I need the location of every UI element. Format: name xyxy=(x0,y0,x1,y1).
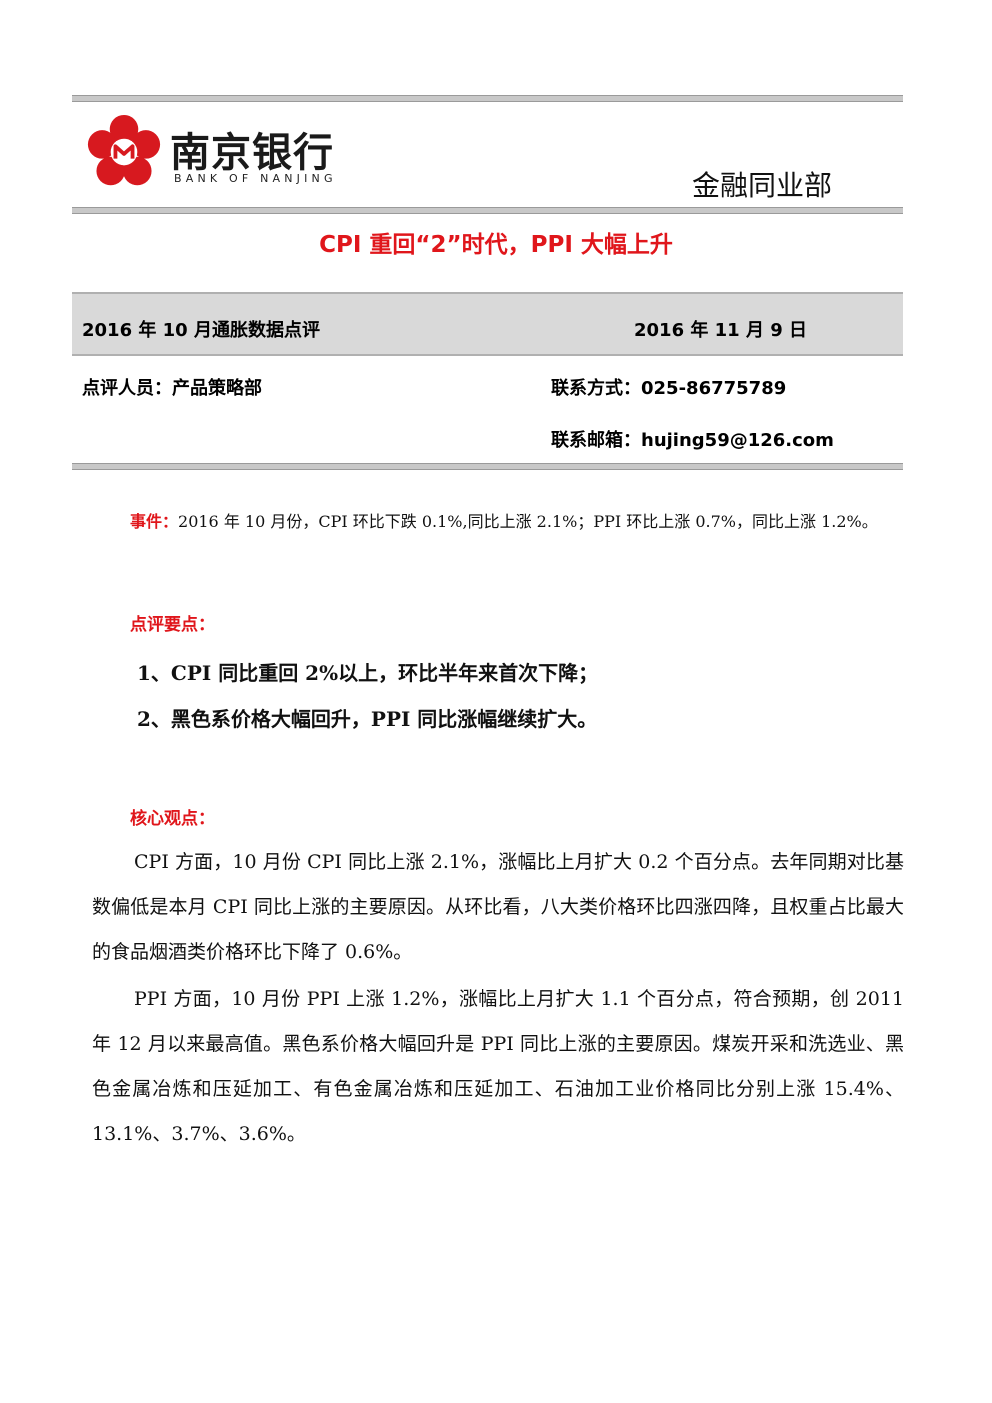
reviewer: 点评人员：产品策略部 xyxy=(82,378,262,399)
event-label: 事件： xyxy=(130,512,179,531)
contact-phone: 联系方式：025-86775789 xyxy=(551,378,787,399)
event-text: 2016 年 10 月份，CPI 环比下跌 0.1%,同比上涨 2.1%；PPI… xyxy=(178,512,878,531)
key-point-2: 2、黑色系价格大幅回升，PPI 同比涨幅继续扩大。 xyxy=(137,707,598,731)
key-point-1: 1、CPI 同比重回 2%以上，环比半年来首次下降； xyxy=(137,661,599,685)
bank-name-en: BANK OF NANJING xyxy=(174,172,337,185)
core-view-paragraph-ppi: PPI 方面，10 月份 PPI 上涨 1.2%，涨幅比上月扩大 1.1 个百分… xyxy=(92,977,904,1157)
contact-email: 联系邮箱：hujing59@126.com xyxy=(551,430,834,451)
ppi-text: PPI 方面，10 月份 PPI 上涨 1.2%，涨幅比上月扩大 1.1 个百分… xyxy=(92,988,904,1145)
info-divider xyxy=(72,463,903,470)
core-view-heading: 核心观点： xyxy=(130,809,215,829)
bank-flower-icon xyxy=(87,114,161,186)
report-date: 2016 年 11 月 9 日 xyxy=(634,320,808,341)
event-paragraph: 事件：2016 年 10 月份，CPI 环比下跌 0.1%,同比上涨 2.1%；… xyxy=(92,507,904,536)
core-view-paragraph-cpi: CPI 方面，10 月份 CPI 同比上涨 2.1%，涨幅比上月扩大 0.2 个… xyxy=(92,840,904,975)
top-divider xyxy=(72,95,903,102)
cpi-text: CPI 方面，10 月份 CPI 同比上涨 2.1%，涨幅比上月扩大 0.2 个… xyxy=(92,851,904,963)
header-divider xyxy=(72,207,903,214)
key-points-heading: 点评要点： xyxy=(130,615,215,635)
report-subtitle: 2016 年 10 月通胀数据点评 xyxy=(82,320,320,341)
bank-name-cn: 南京银行 xyxy=(170,130,334,176)
department-name: 金融同业部 xyxy=(692,169,833,202)
bank-logo: 南京银行 BANK OF NANJING xyxy=(86,114,346,194)
report-title: CPI 重回“2”时代，PPI 大幅上升 xyxy=(319,232,673,258)
report-info-band: 2016 年 10 月通胀数据点评 2016 年 11 月 9 日 xyxy=(72,292,903,356)
